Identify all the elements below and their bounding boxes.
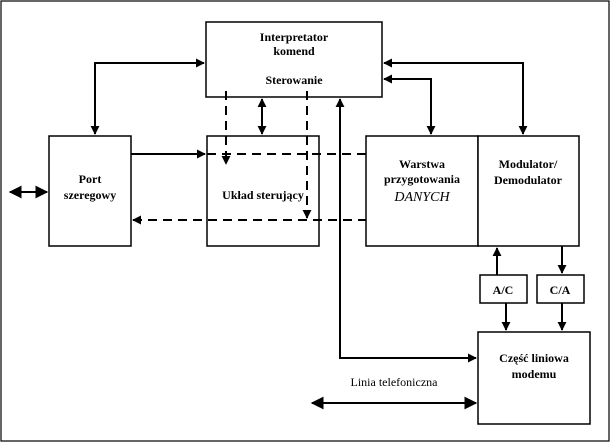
interpreter-label-3: Sterowanie (265, 73, 323, 87)
interpreter-block: Interpretator komend Sterowanie (205, 21, 383, 98)
modulator-block: Modulator/ Demodulator (477, 135, 580, 247)
uklad-block: Układ sterujący (206, 135, 320, 247)
warstwa-label-3: DANYCH (393, 190, 450, 205)
modulator-label-2: Demodulator (494, 173, 563, 187)
ac-label: A/C (493, 283, 514, 297)
ac-block: A/C (479, 274, 528, 304)
port-label-1: Port (79, 172, 102, 186)
warstwa-label-1: Warstwa (399, 157, 445, 171)
ca-label: C/A (550, 283, 571, 297)
interpreter-czesc-link (335, 98, 477, 363)
warstwa-label-2: przygotowania (384, 172, 460, 186)
ca-block: C/A (536, 274, 585, 304)
czesc-label-2: modemu (512, 367, 557, 381)
port-block: Port szeregowy (48, 135, 132, 247)
interpreter-label-2: komend (273, 44, 315, 58)
port-label-2: szeregowy (64, 188, 116, 202)
modulator-label-1: Modulator/ (499, 157, 558, 171)
czesc-liniowa-block: Część liniowa modemu (477, 331, 591, 425)
port-interpreter-link (90, 58, 205, 135)
linia-telefoniczna-label: Linia telefoniczna (351, 375, 439, 389)
interpreter-warstwa-link (383, 74, 436, 135)
warstwa-block: Warstwa przygotowania DANYCH (365, 135, 479, 247)
czesc-label-1: Część liniowa (499, 351, 569, 365)
interpreter-label-1: Interpretator (260, 30, 329, 44)
interpreter-modulator-link (383, 58, 528, 135)
uklad-label: Układ sterujący (222, 188, 304, 202)
